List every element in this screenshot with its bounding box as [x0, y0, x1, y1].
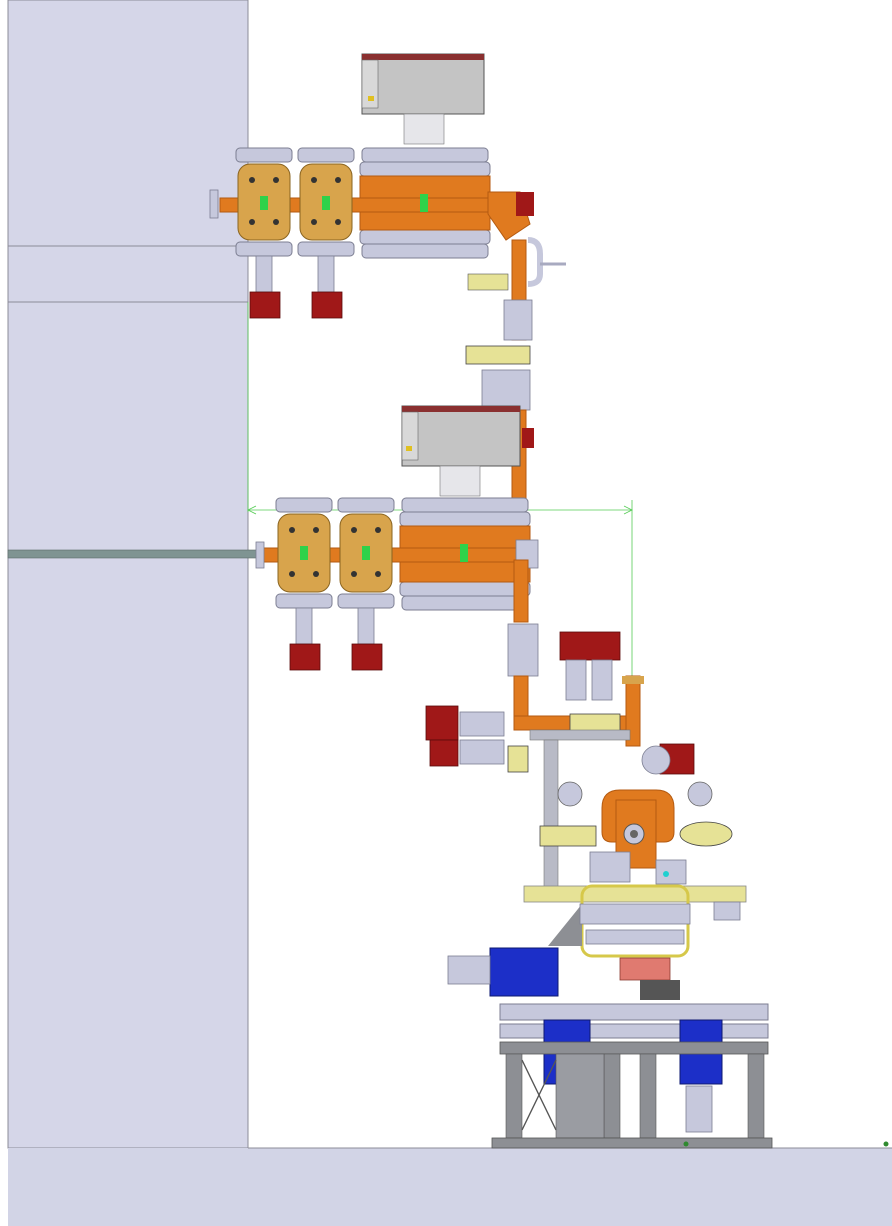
upper-brass-cavities [235, 147, 428, 257]
upper-tuner-legs [249, 255, 343, 319]
lower-flange-stack [399, 497, 531, 611]
upper-klystron-magnet [361, 53, 485, 145]
support-column [529, 729, 713, 891]
wall-pipe [7, 549, 261, 559]
lower-table [499, 1003, 769, 1133]
hybrid-coupler [539, 789, 733, 885]
lower-brass-cavities [275, 497, 468, 609]
lower-tuner-legs [289, 607, 383, 671]
top-right-loads [559, 631, 695, 775]
lower-klystron-magnet [401, 405, 521, 497]
floor-markers [683, 1141, 889, 1147]
yellow-platform [523, 884, 747, 958]
floor [8, 1147, 892, 1226]
left-load-assembly [425, 705, 621, 773]
upper-flange-stack [359, 147, 491, 259]
wall [7, 0, 249, 1149]
blue-motor [447, 947, 680, 1000]
grey-stand [491, 1041, 773, 1149]
